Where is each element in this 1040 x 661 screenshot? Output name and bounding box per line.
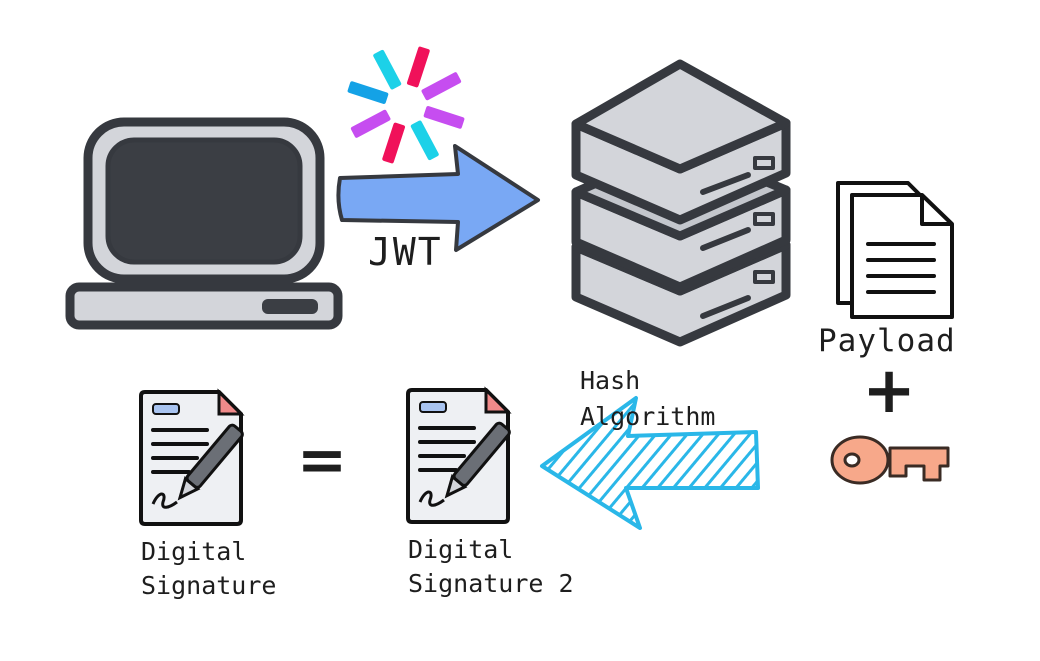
digital-signature-label-line2: Signature	[141, 571, 277, 600]
computer-icon	[65, 117, 343, 330]
digital-signature-label-line1: Digital	[141, 537, 247, 566]
signed-document-icon	[406, 386, 512, 524]
arrow-right-icon	[336, 144, 540, 252]
arrow-left-icon	[540, 396, 760, 530]
digital-signature-2-label-line1: Digital	[408, 535, 514, 564]
signed-document-icon	[139, 388, 245, 526]
documents-icon	[836, 181, 954, 319]
equals-sign: =	[297, 425, 347, 495]
digital-signature-2-label-line2: Signature 2	[408, 569, 574, 598]
plus-sign: +	[862, 354, 916, 428]
server-stack-icon	[571, 59, 791, 347]
key-icon	[830, 435, 950, 485]
hash-algorithm-label-line2: Algorithm	[580, 402, 716, 431]
jwt-logo-icon	[347, 46, 465, 164]
jwt-label: JWT	[368, 230, 443, 274]
payload-label: Payload	[818, 323, 956, 359]
hash-algorithm-label-line1: Hash	[580, 366, 641, 395]
